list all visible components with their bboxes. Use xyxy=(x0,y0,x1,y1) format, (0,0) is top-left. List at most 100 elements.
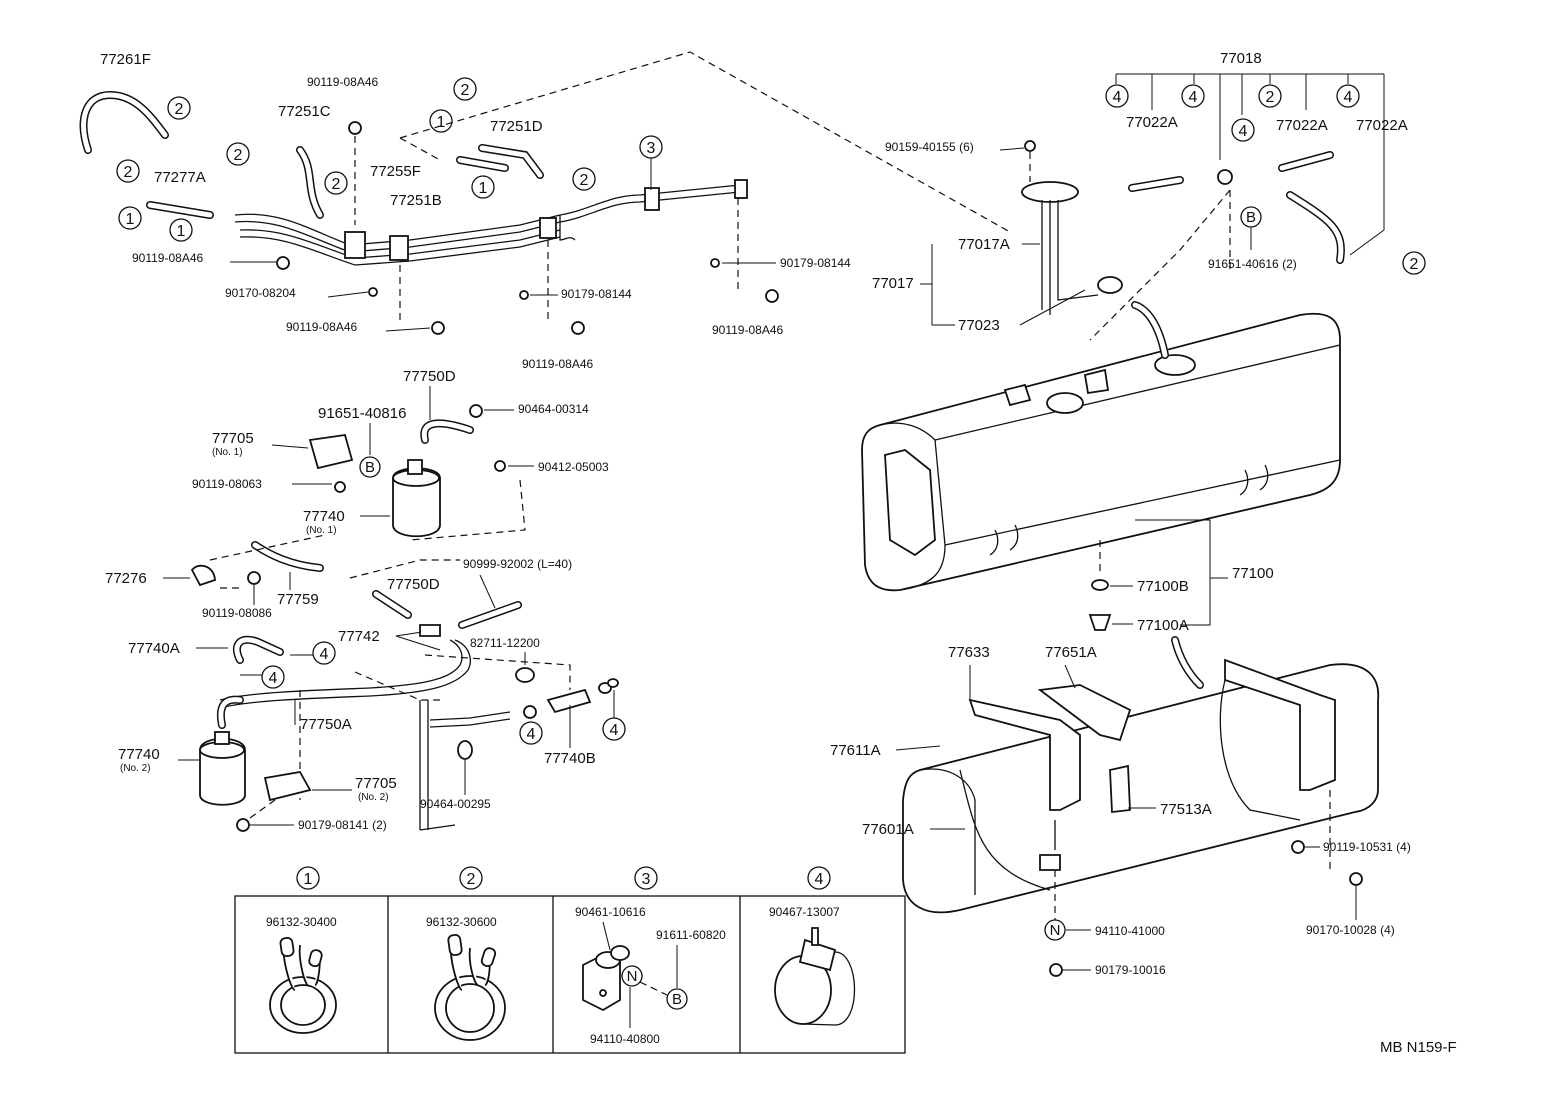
callout-4: 4 xyxy=(1113,89,1122,106)
label-90170-08204: 90170-08204 xyxy=(225,286,296,300)
bolt xyxy=(348,121,362,135)
callout-4: 4 xyxy=(320,646,329,663)
label-77740A: 77740A xyxy=(128,640,180,657)
legend-part-96132-30600: 96132-30600 xyxy=(426,915,497,929)
legend-callout-2: 2 xyxy=(467,871,476,888)
callout-2: 2 xyxy=(1266,89,1275,106)
tee-77742 xyxy=(419,624,441,637)
callout-N: N xyxy=(1050,922,1061,939)
label-90119-08A46: 90119-08A46 xyxy=(522,357,594,371)
band-clamp-icon xyxy=(774,927,856,1026)
legend-part-94110-40800: 94110-40800 xyxy=(590,1032,660,1046)
gauge-float xyxy=(1097,276,1123,294)
label-90464-00314: 90464-00314 xyxy=(518,402,589,416)
label-90159-40155: 90159-40155 (6) xyxy=(885,140,974,154)
pipe-clamp xyxy=(344,231,366,259)
label-77705-sub: (No. 1) xyxy=(212,447,243,458)
bolt xyxy=(765,289,779,303)
label-77251B: 77251B xyxy=(390,192,442,209)
label-77705: 77705 xyxy=(212,430,254,447)
callout-1: 1 xyxy=(126,211,135,228)
callout-B: B xyxy=(1246,209,1256,226)
label-90179-08144: 90179-08144 xyxy=(780,256,851,270)
bolt xyxy=(247,571,261,585)
callout-4: 4 xyxy=(1239,123,1248,140)
bolt xyxy=(1088,614,1112,631)
labels-top-left: 77261F 90119-08A46 77251C 77251D 77255F … xyxy=(100,51,851,371)
hose-clamp-icon xyxy=(434,934,506,1041)
gauge-flange xyxy=(1021,181,1079,203)
evap-assembly: 77750D 90464-00314 91651-40816 B 77705 (… xyxy=(105,368,626,832)
label-90119-10531: 90119-10531 (4) xyxy=(1323,840,1411,854)
clip xyxy=(523,705,537,719)
clip-90464 xyxy=(457,740,473,760)
label-77742: 77742 xyxy=(338,628,380,645)
callouts-top-left: 2 2 1 1 2 2 2 1 1 2 3 xyxy=(116,77,663,242)
legend-frame xyxy=(234,895,906,1054)
callout-4: 4 xyxy=(1344,89,1353,106)
pipe-clamp xyxy=(734,179,748,199)
label-77251C: 77251C xyxy=(278,103,331,120)
callout-2: 2 xyxy=(1410,256,1419,273)
hose-joint xyxy=(1217,169,1233,185)
hose-clip xyxy=(469,404,483,418)
label-77740: 77740 xyxy=(118,746,160,763)
callout-4: 4 xyxy=(269,670,278,687)
nut xyxy=(710,258,720,268)
tank-port xyxy=(1046,392,1084,414)
label-82711-12200: 82711-12200 xyxy=(470,636,540,650)
callout-1: 1 xyxy=(437,114,446,131)
label-77023: 77023 xyxy=(958,317,1000,334)
hose-clamp-icon xyxy=(269,936,337,1034)
callout-2: 2 xyxy=(332,176,341,193)
label-90464-00295: 90464-00295 xyxy=(420,797,491,811)
callout-2: 2 xyxy=(234,147,243,164)
nut xyxy=(1349,872,1363,886)
bolt xyxy=(571,321,585,335)
label-77251D: 77251D xyxy=(490,118,543,135)
label-77611A: 77611A xyxy=(830,742,881,759)
label-77255F: 77255F xyxy=(370,163,421,180)
callout-B: B xyxy=(672,991,682,1008)
nut xyxy=(1049,963,1063,977)
label-77740-sub: (No. 2) xyxy=(120,763,151,774)
screw xyxy=(1024,140,1036,152)
label-77276: 77276 xyxy=(105,570,147,587)
legend-panel: 1 2 3 4 96132-30400 96132-30600 90461-10… xyxy=(234,866,906,1054)
bracket-77513A xyxy=(1109,764,1131,814)
legend-callout-4: 4 xyxy=(815,871,824,888)
label-77759: 77759 xyxy=(277,591,319,608)
tank-body-lower xyxy=(902,663,1380,914)
label-77018: 77018 xyxy=(1220,50,1262,67)
label-77740B: 77740B xyxy=(544,750,596,767)
legend-part-96132-30400: 96132-30400 xyxy=(266,915,337,929)
label-90179-08141: 90179-08141 (2) xyxy=(298,818,387,832)
label-77601A: 77601A xyxy=(862,821,914,838)
callout-N: N xyxy=(627,968,638,985)
label-77705: 77705 xyxy=(355,775,397,792)
legend-callout-3: 3 xyxy=(642,871,651,888)
label-77750D: 77750D xyxy=(387,576,440,593)
label-91651-40816: 91651-40816 xyxy=(318,405,406,422)
tank-body xyxy=(861,312,1341,592)
clamp xyxy=(1039,854,1061,871)
label-77740: 77740 xyxy=(303,508,345,525)
callout-2: 2 xyxy=(580,172,589,189)
label-77017A: 77017A xyxy=(958,236,1010,253)
label-77740-sub: (No. 1) xyxy=(306,525,337,536)
label-77022A: 77022A xyxy=(1276,117,1328,134)
label-77633: 77633 xyxy=(948,644,990,661)
pipe-clamp xyxy=(644,187,660,211)
label-77100B: 77100B xyxy=(1137,578,1189,595)
pipe-clamp-bracket-icon xyxy=(582,921,630,1012)
label-77651A: 77651A xyxy=(1045,644,1097,661)
bolt xyxy=(431,321,445,335)
label-90179-10016: 90179-10016 xyxy=(1095,963,1166,977)
callout-B: B xyxy=(365,459,375,476)
bolt xyxy=(334,481,346,493)
callout-4: 4 xyxy=(527,726,536,743)
callout-4: 4 xyxy=(1189,89,1198,106)
valve-77740B xyxy=(546,688,592,714)
